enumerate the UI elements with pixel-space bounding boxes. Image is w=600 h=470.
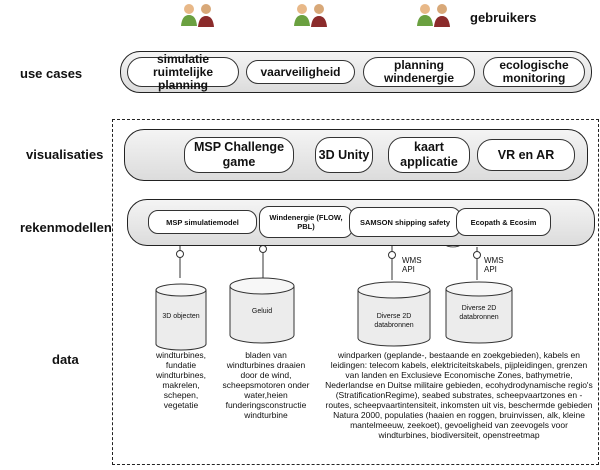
label-rekenmodellen: rekenmodellen bbox=[20, 220, 112, 235]
db-label-3d-objecten: 3D objecten bbox=[162, 313, 200, 320]
db-label-diverse-2d-b: Diverse 2D databronnen bbox=[459, 305, 499, 321]
person-icon bbox=[294, 4, 327, 27]
vis-vr-en-ar: VR en AR bbox=[477, 139, 575, 171]
vis-kaart-applicatie: kaart applicatie bbox=[388, 137, 470, 173]
model-samson: SAMSON shipping safety bbox=[349, 207, 461, 237]
database-cylinder-2d-a bbox=[357, 290, 431, 347]
data-description-geluid: bladen van windturbines draaien door de … bbox=[222, 350, 310, 420]
connector-node bbox=[176, 250, 184, 258]
person-icon bbox=[417, 4, 450, 27]
model-windenergie: Windenergie (FLOW, PBL) bbox=[259, 206, 353, 238]
db-label-diverse-2d-a: Diverse 2D databronnen bbox=[374, 313, 414, 329]
vis-3d-unity: 3D Unity bbox=[315, 137, 373, 173]
database-cylinder-geluid bbox=[229, 286, 295, 344]
label-use-cases: use cases bbox=[20, 66, 83, 81]
model-ecopath-ecosim: Ecopath & Ecosim bbox=[456, 208, 551, 236]
database-cylinder-3d bbox=[155, 290, 207, 351]
database-cylinder-2d-b bbox=[445, 289, 513, 344]
use-case-vaarveiligheid: vaarveiligheid bbox=[246, 60, 355, 84]
connector-node bbox=[388, 251, 396, 259]
data-description-2d: windparken (geplande-, bestaande en zoek… bbox=[325, 350, 593, 440]
use-case-ruimtelijke-planning: simulatie ruimtelijke planning bbox=[127, 52, 239, 91]
vis-msp-challenge-game: MSP Challenge game bbox=[184, 137, 294, 173]
label-gebruikers: gebruikers bbox=[470, 10, 537, 25]
connector-node bbox=[473, 251, 481, 259]
label-data: data bbox=[52, 352, 79, 367]
db-label-geluid: Geluid bbox=[251, 308, 273, 315]
wms-api-label: WMS API bbox=[402, 256, 422, 274]
use-case-ecologische-monitoring: ecologische monitoring bbox=[483, 57, 585, 87]
person-icon bbox=[181, 4, 214, 27]
wms-api-label: WMS API bbox=[484, 256, 504, 274]
platform-boundary bbox=[112, 119, 599, 465]
label-visualisaties: visualisaties bbox=[26, 147, 104, 162]
use-case-windenergie: planning windenergie bbox=[363, 57, 475, 87]
data-description-3d: windturbines, fundatie windturbines, mak… bbox=[155, 350, 207, 410]
model-msp-simulatiemodel: MSP simulatiemodel bbox=[148, 210, 257, 234]
